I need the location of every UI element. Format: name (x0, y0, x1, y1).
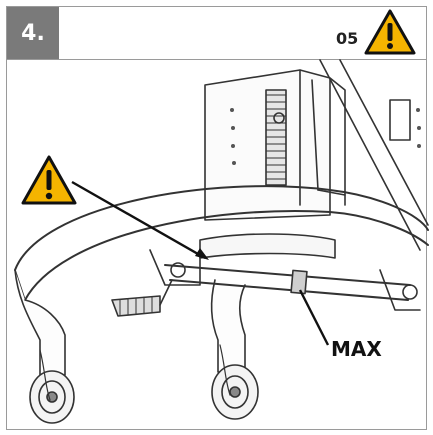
max-label: MAX (331, 337, 382, 361)
panel-header: 4. (7, 7, 426, 60)
pointer-line-max (298, 289, 330, 346)
step-code-label: 05 (336, 29, 359, 48)
warning-triangle-icon (364, 9, 416, 55)
step-number-badge: 4. (7, 7, 59, 59)
warning-triangle-icon (21, 155, 77, 205)
pointer-line-warning (71, 180, 206, 260)
